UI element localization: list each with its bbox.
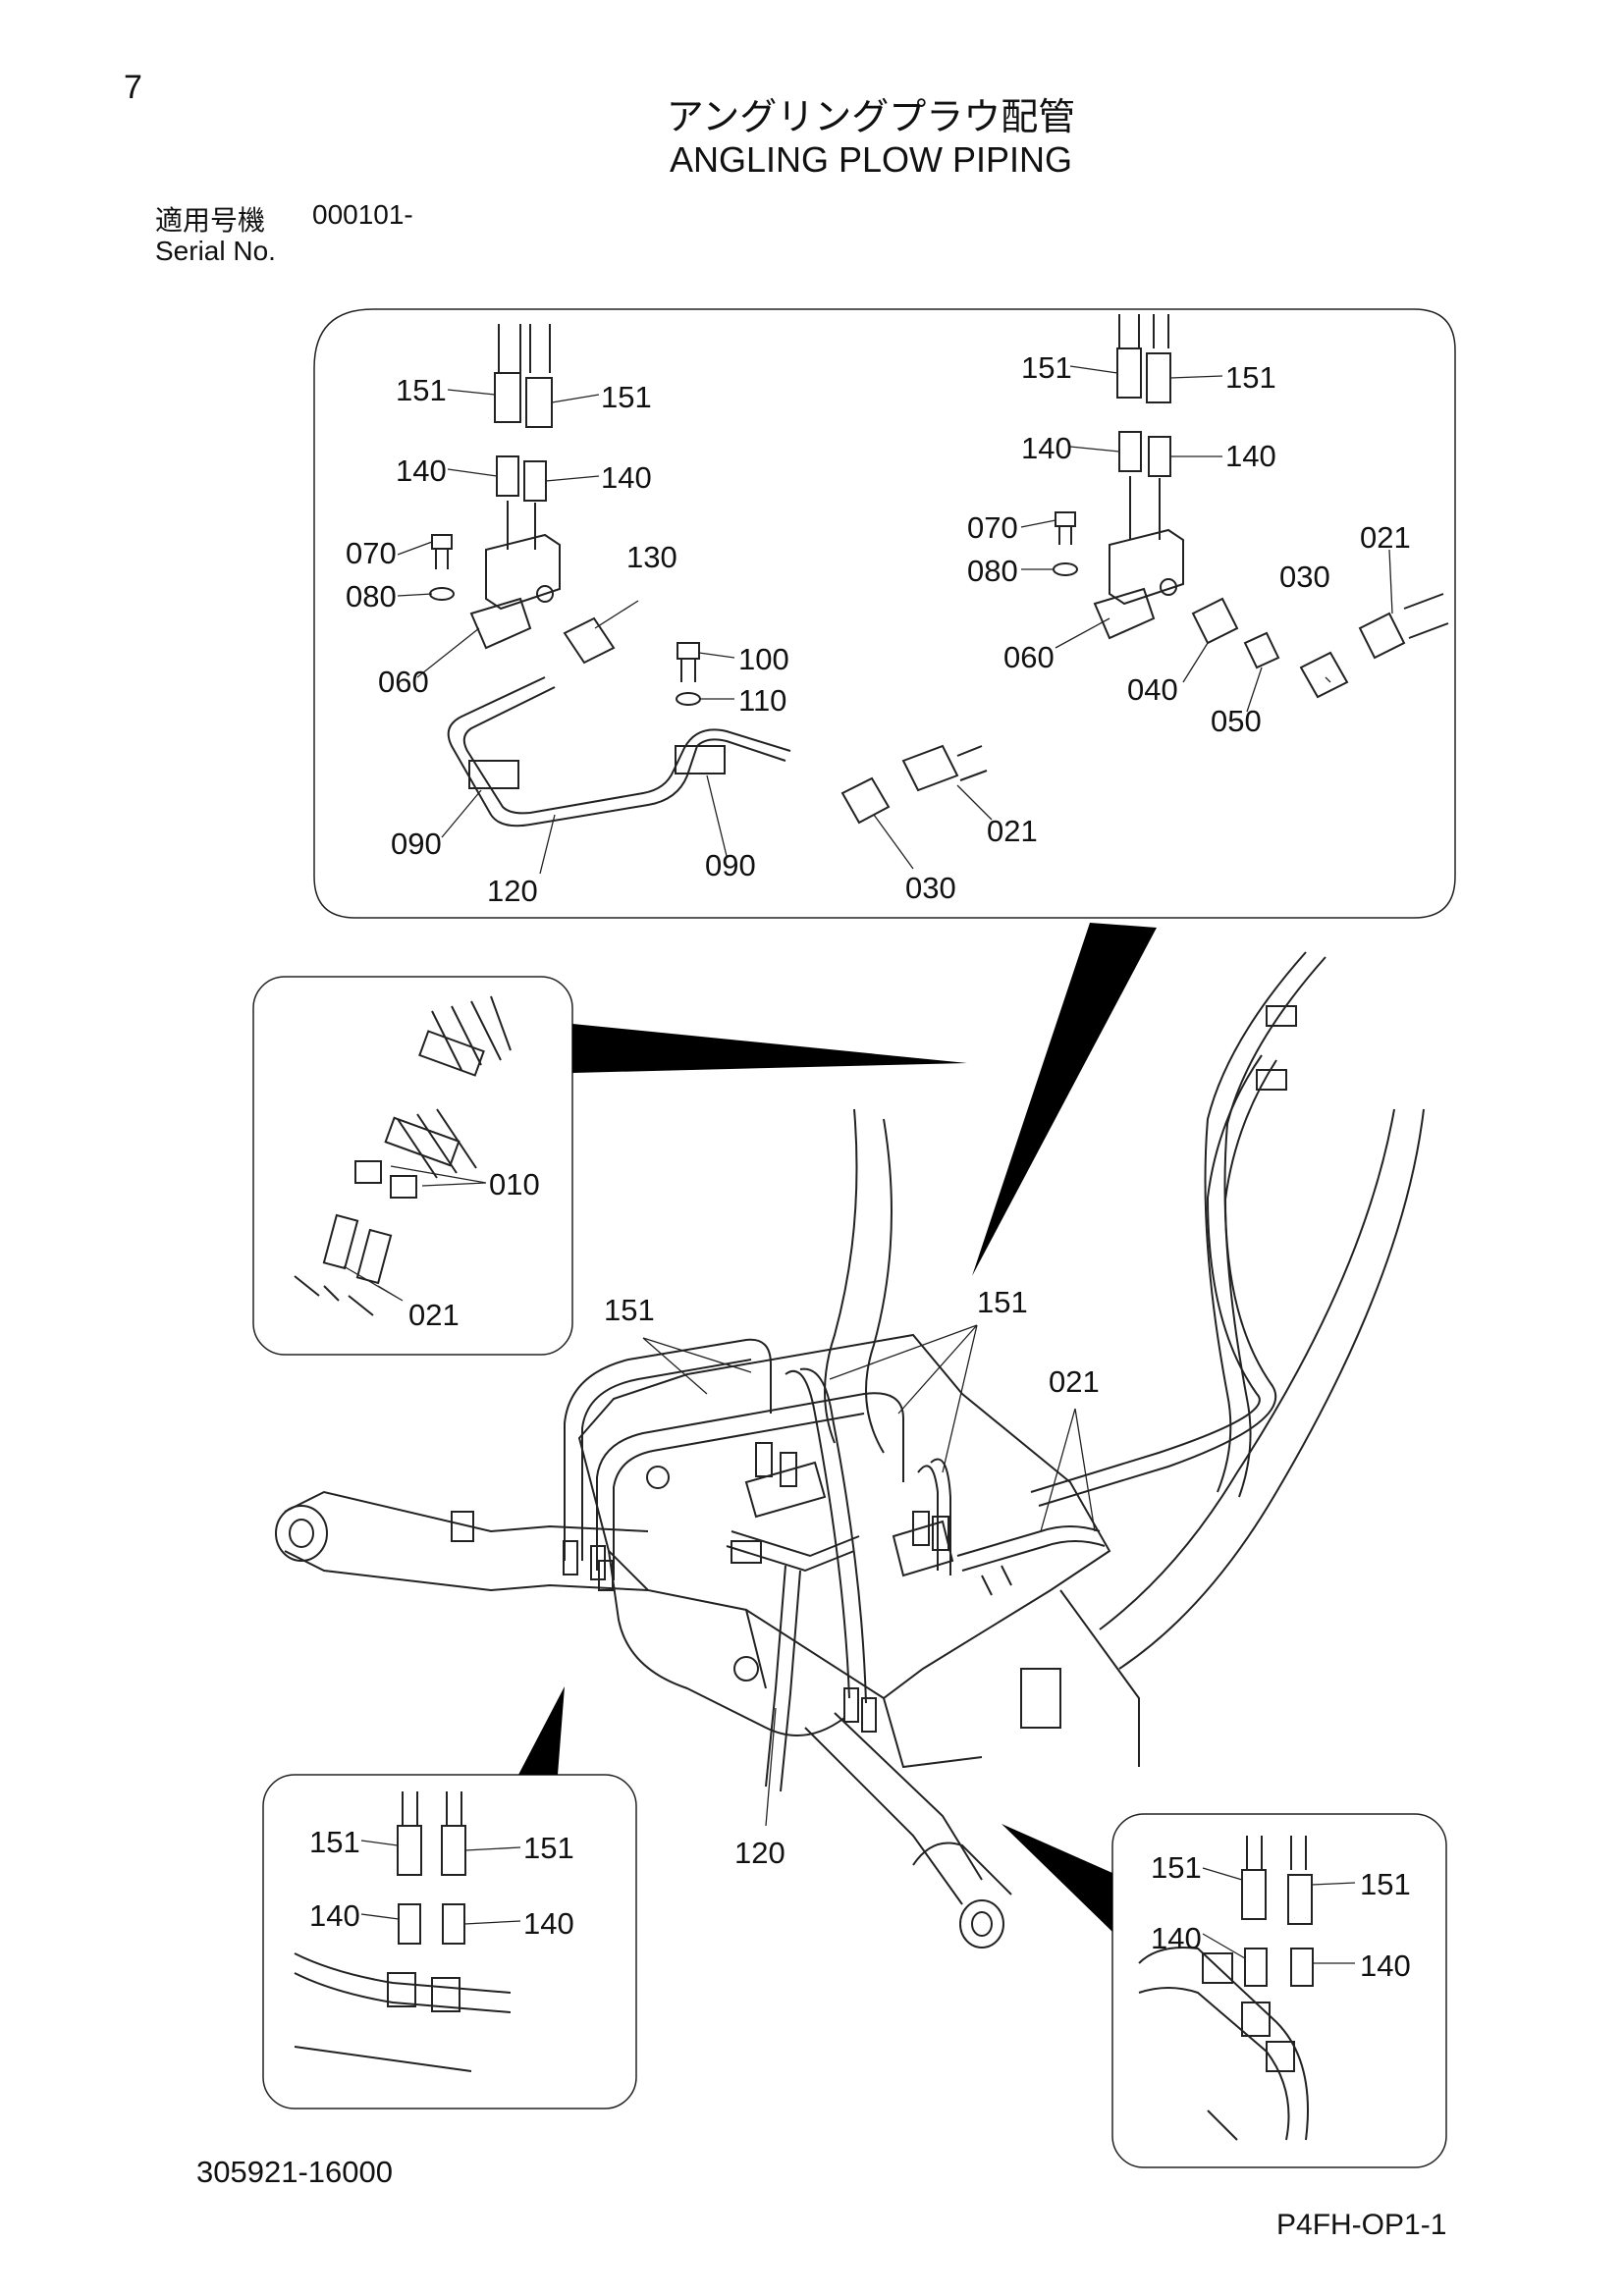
leader-lines: [343, 365, 1393, 1964]
detail-frame-left: [252, 976, 573, 1356]
bottom-left-assembly: [294, 1791, 512, 2072]
label-140: 140: [1360, 1949, 1411, 1983]
label-130: 130: [626, 540, 677, 574]
label-040: 040: [1127, 672, 1178, 707]
label-060: 060: [1003, 640, 1055, 674]
title-english: ANGLING PLOW PIPING: [669, 139, 1073, 180]
label-021: 021: [1360, 520, 1411, 555]
top-left-assembly: [429, 324, 988, 828]
pointer-wedge-left: [572, 1024, 967, 1073]
label-100: 100: [738, 642, 789, 676]
label-151: 151: [601, 380, 652, 414]
label-151: 151: [309, 1825, 360, 1859]
label-120: 120: [487, 874, 538, 908]
label-120: 120: [734, 1836, 785, 1870]
label-030: 030: [1279, 560, 1330, 594]
title-japanese: アングリングプラウ配管: [666, 95, 1076, 138]
label-140: 140: [1151, 1921, 1202, 1955]
drawing-number: 305921-16000: [196, 2155, 393, 2189]
serial-number: 000101-: [312, 199, 413, 230]
detail-frame-top: [313, 308, 1456, 919]
label-151: 151: [604, 1293, 655, 1327]
label-140: 140: [1225, 439, 1276, 473]
label-030: 030: [905, 871, 956, 905]
label-151: 151: [396, 373, 447, 407]
label-140: 140: [1021, 431, 1072, 465]
label-080: 080: [346, 579, 397, 614]
label-010: 010: [489, 1167, 540, 1201]
label-151: 151: [1021, 350, 1072, 385]
label-090: 090: [705, 848, 756, 882]
label-070: 070: [967, 510, 1018, 545]
label-021: 021: [987, 814, 1038, 848]
label-080: 080: [967, 554, 1018, 588]
label-151: 151: [1225, 360, 1276, 395]
pointer-wedge-bottom-left: [518, 1686, 565, 1775]
label-151: 151: [1360, 1867, 1411, 1901]
callout-labels: 151 151 140 140 070 080 060 130 100 110 …: [309, 350, 1411, 1983]
label-050: 050: [1211, 704, 1262, 738]
serial-label-english: Serial No.: [155, 236, 276, 266]
left-detail-assembly: [294, 995, 512, 1316]
main-assembly: [275, 951, 1425, 1949]
boom-clamp: [1266, 1005, 1297, 1027]
detail-frame-bottom-left: [262, 1774, 637, 2109]
page-number: 7: [124, 69, 142, 106]
detail-frame-bottom-right: [1111, 1813, 1447, 2168]
pointer-wedge-top: [972, 923, 1157, 1276]
bottom-right-assembly: [1138, 1836, 1314, 2141]
pointer-wedge-bottom-right: [1001, 1824, 1112, 1932]
label-140: 140: [601, 460, 652, 495]
label-140: 140: [523, 1906, 574, 1941]
label-021: 021: [408, 1298, 460, 1332]
sheet-code: P4FH-OP1-1: [1276, 2209, 1447, 2241]
label-151: 151: [523, 1831, 574, 1865]
label-140: 140: [309, 1898, 360, 1933]
label-090: 090: [391, 827, 442, 861]
label-140: 140: [396, 454, 447, 488]
serial-label-japanese: 適用号機: [155, 204, 266, 237]
label-070: 070: [346, 536, 397, 570]
label-151: 151: [1151, 1850, 1202, 1885]
label-060: 060: [378, 665, 429, 699]
label-021: 021: [1049, 1364, 1100, 1399]
label-110: 110: [738, 683, 786, 718]
label-151: 151: [977, 1285, 1028, 1319]
